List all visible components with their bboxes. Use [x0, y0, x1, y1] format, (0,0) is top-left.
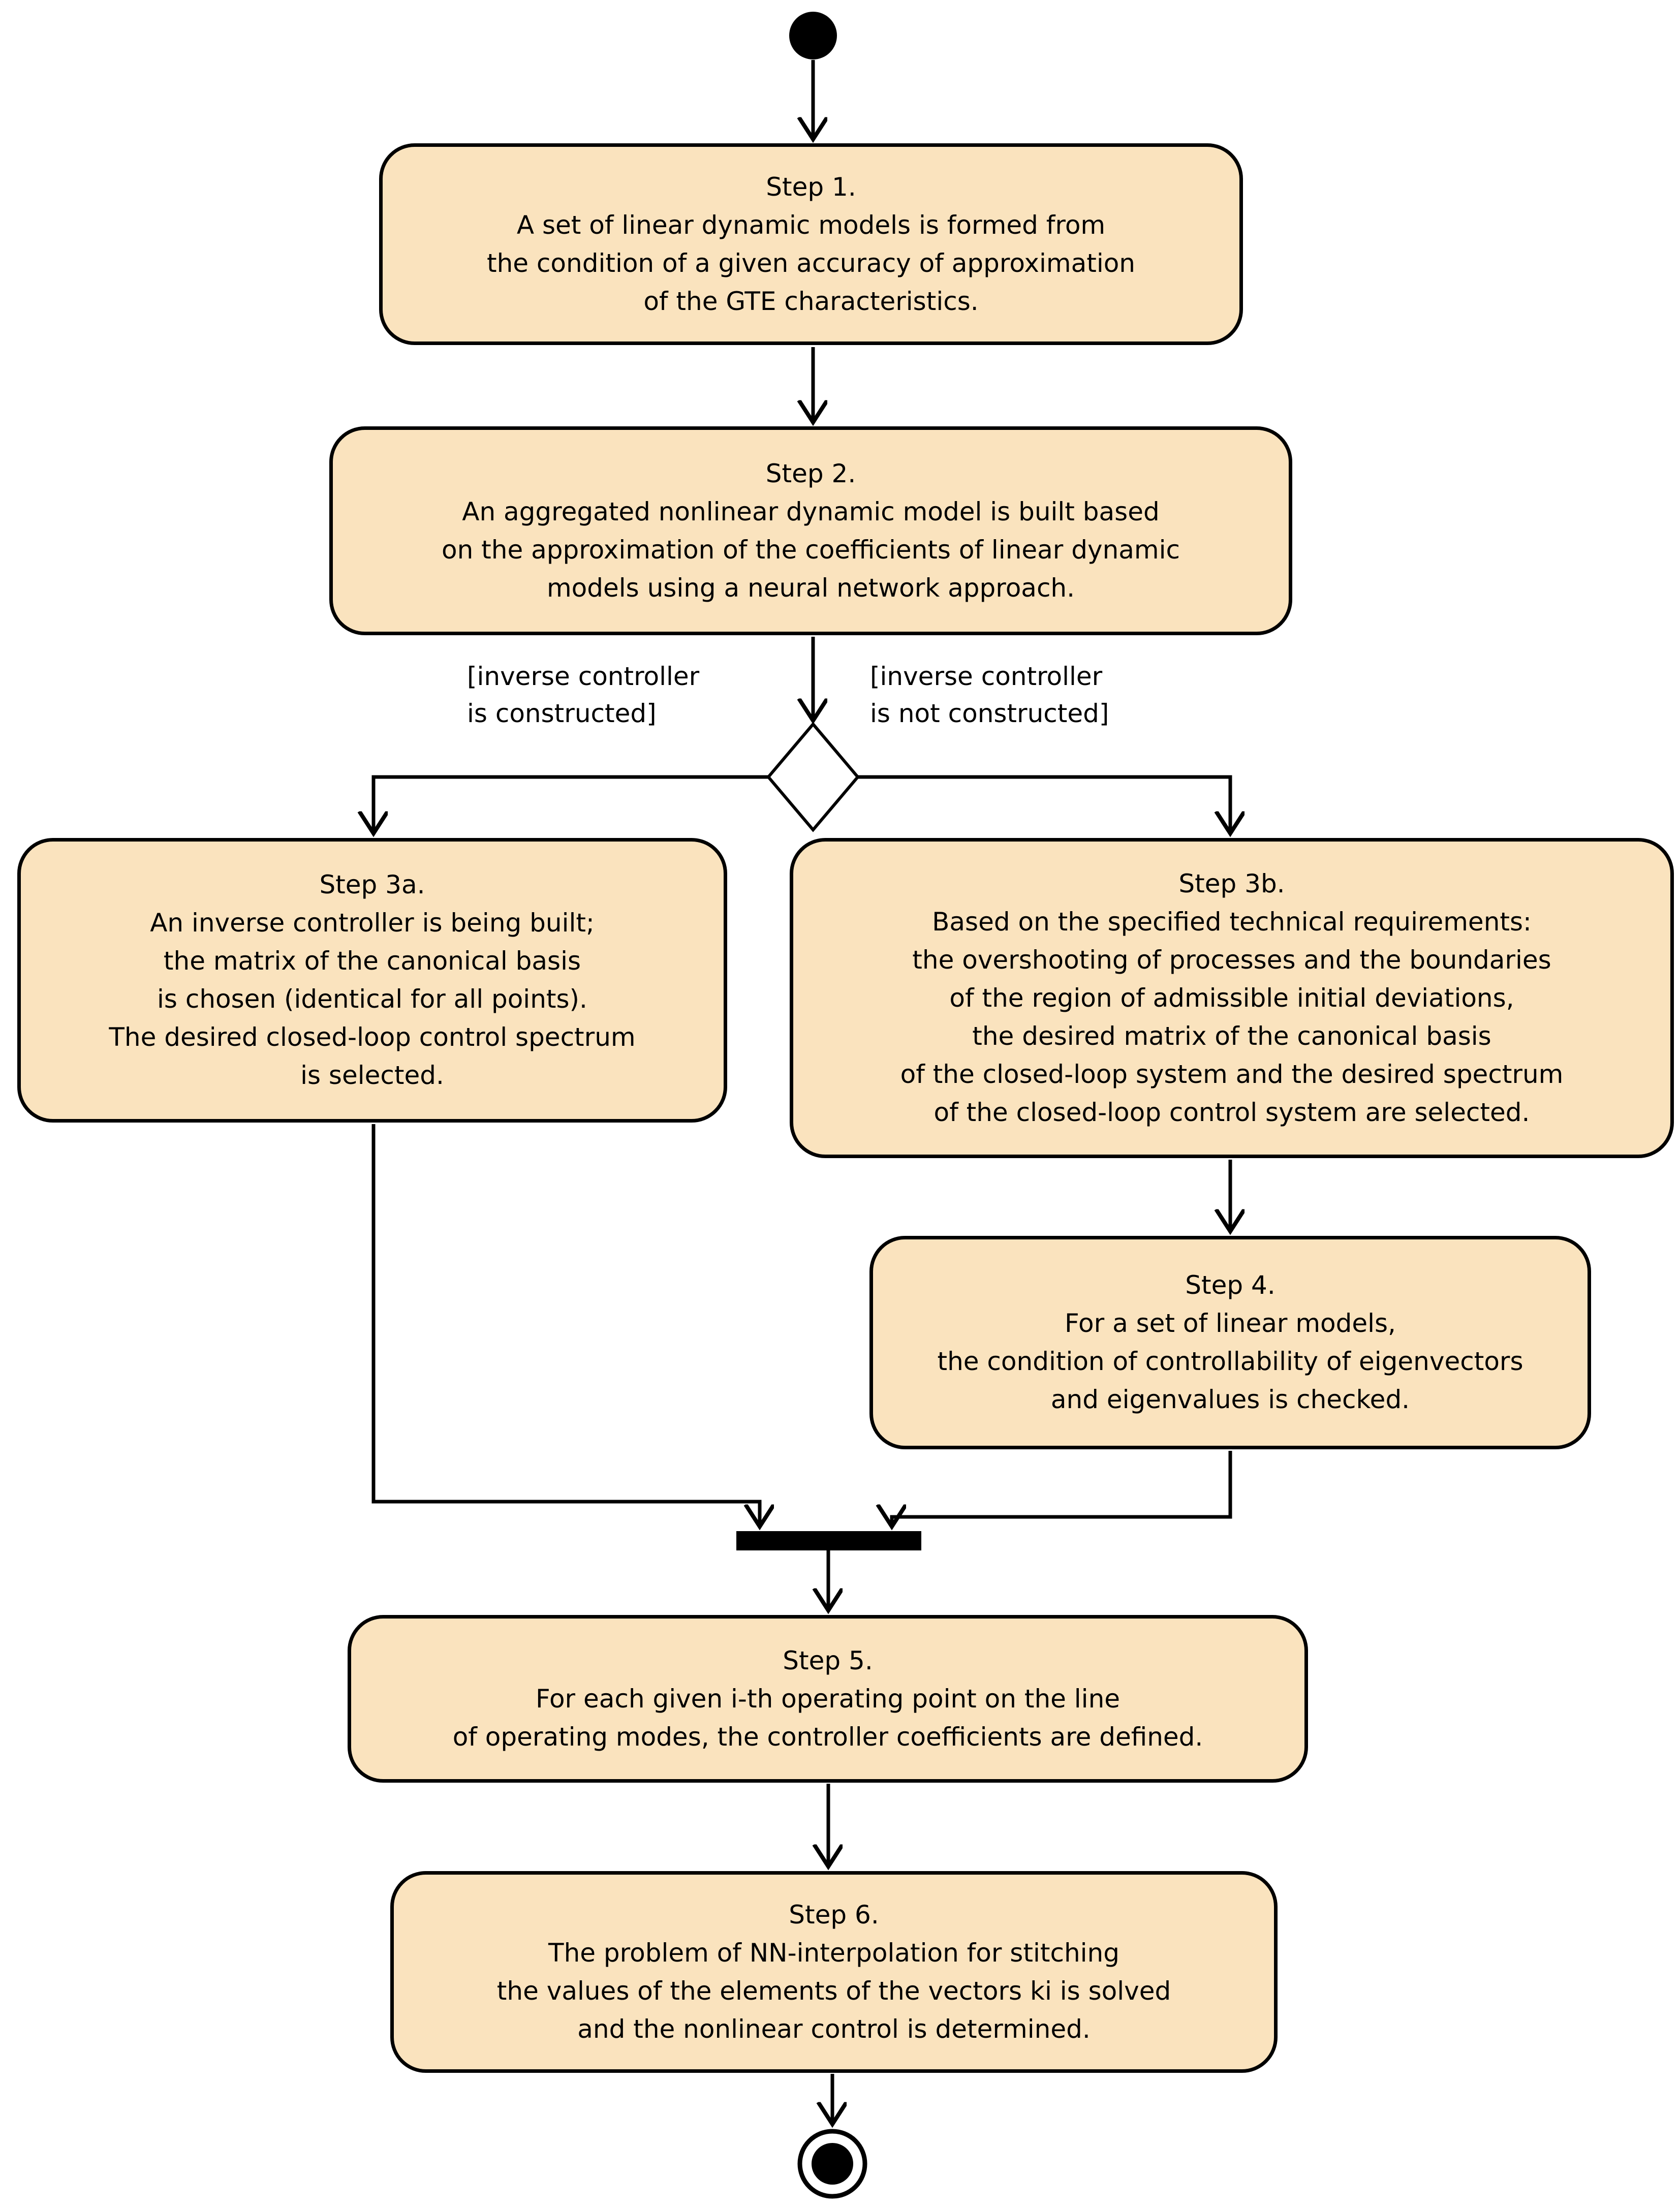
activity-step5-box: Step 5. For each given i-th operating po… — [348, 1615, 1308, 1783]
guard-label-inverse-controller-not-constructed: [inverse controller is not constructed] — [870, 662, 1109, 728]
edge-decision-to-step3b — [858, 775, 1230, 833]
activity-start-node — [789, 12, 837, 59]
activity-step4-box: Step 4. For a set of linear models, the … — [869, 1236, 1591, 1449]
activity-step3b-box: Step 3b. Based on the specified technica… — [790, 838, 1674, 1158]
guard-label-inverse-controller-constructed: [inverse controller is constructed] — [467, 662, 700, 728]
activity-step3a-box: Step 3a. An inverse controller is being … — [17, 838, 727, 1123]
decision-diamond — [766, 722, 860, 832]
activity-final-node-core — [812, 2143, 853, 2185]
activity-step6-box: Step 6. The problem of NN-interpolation … — [390, 1871, 1278, 2073]
edge-step4-to-join — [892, 1451, 1232, 1527]
edge-decision-to-step3a — [374, 775, 768, 833]
edge-step3a-to-join — [371, 1124, 760, 1527]
join-bar — [736, 1531, 921, 1550]
activity-step2-box: Step 2. An aggregated nonlinear dynamic … — [329, 426, 1292, 635]
activity-step1-box: Step 1. A set of linear dynamic models i… — [379, 143, 1243, 345]
